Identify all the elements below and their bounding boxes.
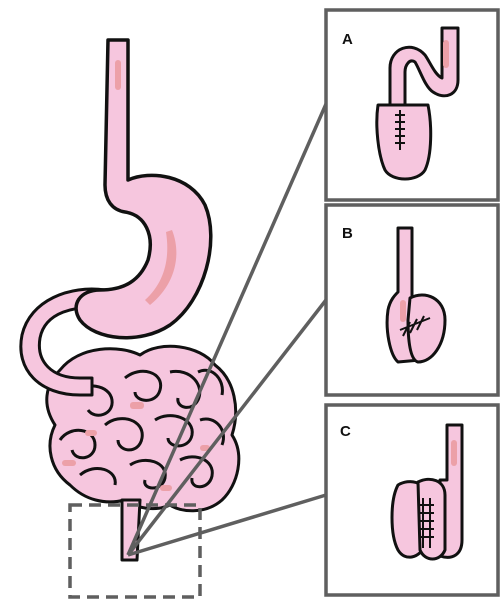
digestive-tract-illustration (21, 40, 239, 597)
panel-c-label: C (340, 423, 351, 440)
panel-b: B (326, 205, 498, 395)
panel-a: A (326, 10, 498, 200)
panel-a-highlight (443, 40, 449, 68)
panel-a-label: A (342, 31, 353, 48)
panel-b-highlight (400, 300, 406, 322)
panel-c: C (326, 405, 498, 595)
esophagus-highlight (115, 60, 121, 90)
stomach (76, 40, 211, 338)
panel-b-label: B (342, 225, 353, 242)
panel-a-staple-line (395, 110, 405, 150)
panel-c-highlight (451, 440, 457, 466)
